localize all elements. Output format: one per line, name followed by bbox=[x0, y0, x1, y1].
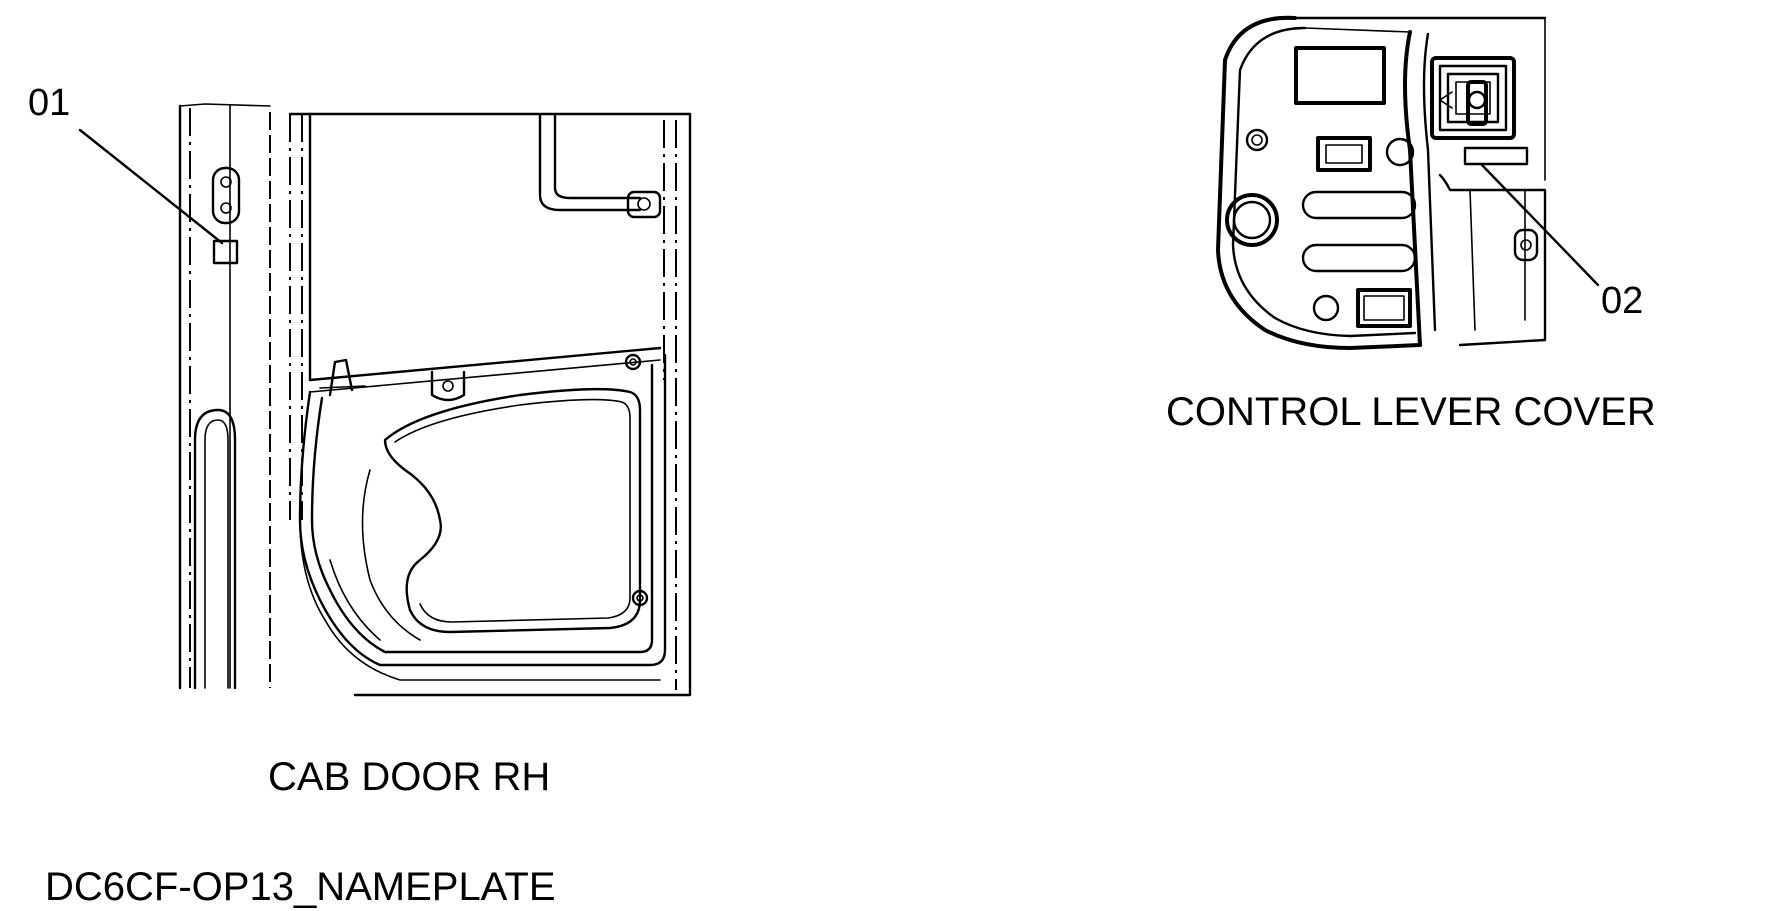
leader-line-01 bbox=[78, 128, 224, 245]
cab-door-drawing bbox=[178, 103, 692, 697]
nameplate-02-marker bbox=[1463, 146, 1529, 166]
leader-line-02 bbox=[1480, 163, 1600, 287]
nameplate-01-marker bbox=[212, 239, 239, 265]
figure-id-label: DC6CF-OP13_NAMEPLATE bbox=[45, 865, 556, 909]
cab-door-caption: CAB DOOR RH bbox=[268, 755, 551, 799]
callout-01-label: 01 bbox=[28, 82, 71, 124]
control-lever-cover-drawing bbox=[1216, 15, 1547, 350]
control-lever-cover-caption: CONTROL LEVER COVER bbox=[1166, 390, 1656, 434]
callout-02-label: 02 bbox=[1601, 280, 1644, 322]
